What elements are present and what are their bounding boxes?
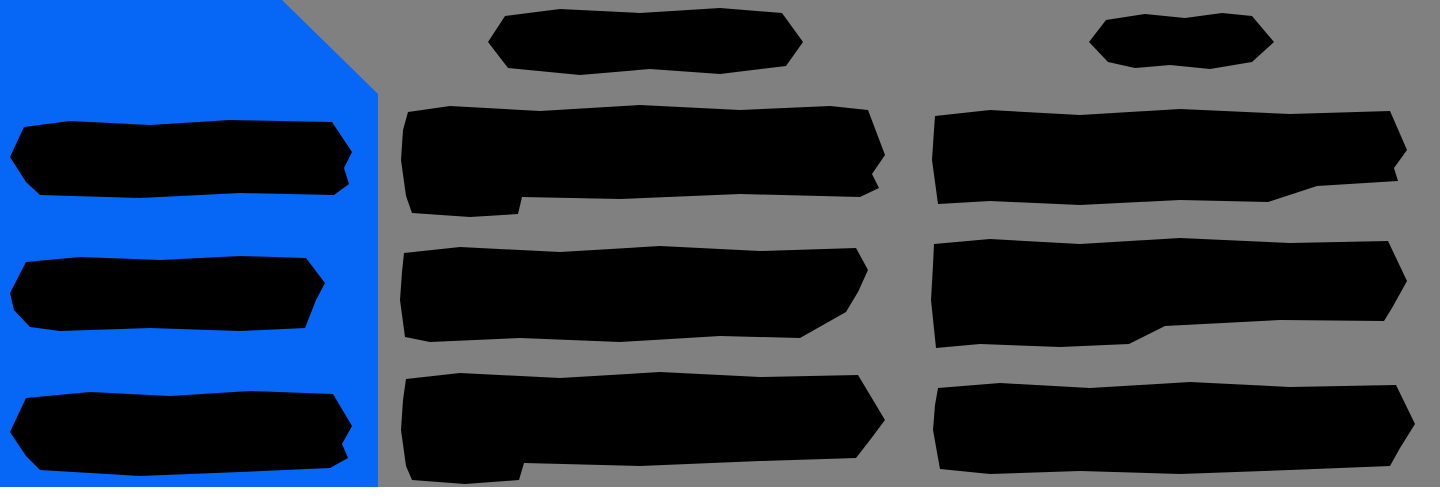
column-2-cell-3-redacted bbox=[933, 382, 1415, 474]
column-1-header-pill-redacted bbox=[488, 8, 803, 75]
sidebar-item-1-redacted bbox=[10, 120, 352, 198]
column-2-cell-1-redacted bbox=[932, 109, 1407, 205]
page-bottom-edge bbox=[0, 487, 1440, 499]
sidebar-item-2-redacted bbox=[10, 256, 325, 331]
column-1-cell-3-redacted bbox=[401, 372, 885, 484]
column-1-cell-1-redacted bbox=[401, 105, 885, 217]
column-1-cell-2-redacted bbox=[400, 246, 868, 342]
sidebar-item-3-redacted bbox=[10, 391, 352, 476]
column-2-header-pill-redacted bbox=[1089, 13, 1274, 69]
column-2-cell-2-redacted bbox=[931, 238, 1407, 348]
